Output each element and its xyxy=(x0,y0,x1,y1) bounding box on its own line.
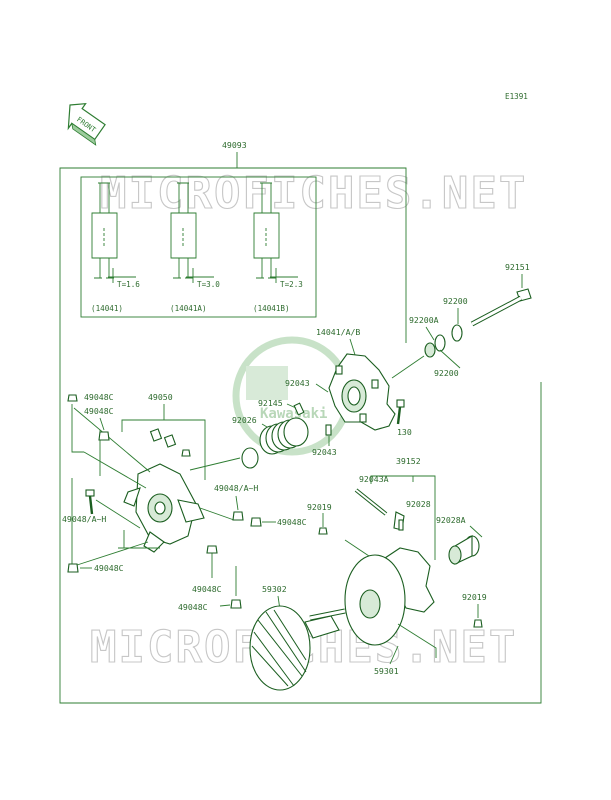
label-14041: 14041/A/B xyxy=(316,327,360,337)
logo-text: Kawasaki xyxy=(260,406,327,422)
label-49048-left: 49048/A~H xyxy=(62,514,106,524)
label-92028: 92028 xyxy=(406,499,431,509)
roller-pin-92043A xyxy=(354,488,388,516)
diagram-code: E1391 xyxy=(505,92,528,101)
bolt-130 xyxy=(396,399,405,425)
label-92200-top: 92200 xyxy=(443,296,468,306)
bushing-92028A xyxy=(448,535,480,565)
pins-49050 xyxy=(149,428,191,457)
slider-92145 xyxy=(293,402,305,416)
nut-92019-a xyxy=(318,527,328,535)
label-59301: 59301 xyxy=(374,666,399,676)
watermark-top: MICROFICHES.NET xyxy=(100,168,527,219)
label-49048C-top: 49048C xyxy=(84,392,114,402)
t-label-2: T=3.0 xyxy=(197,280,220,289)
inset-code-1: (14041) xyxy=(91,304,123,313)
label-49093: 49093 xyxy=(222,140,247,150)
spring-92026 xyxy=(259,417,309,455)
t-label-3: T=2.3 xyxy=(280,280,303,289)
label-92151: 92151 xyxy=(505,262,530,272)
label-130: 130 xyxy=(397,427,412,437)
label-92043A: 92043A xyxy=(359,474,389,484)
inset-variant-2 xyxy=(170,182,214,283)
fixed-sheave-59302 xyxy=(249,605,346,691)
assembly-frame xyxy=(59,167,542,704)
label-49050: 49050 xyxy=(148,392,173,402)
label-92019-top: 92019 xyxy=(307,502,332,512)
label-49048C-left-bottom: 49048C xyxy=(94,563,124,573)
ring-washer xyxy=(241,447,259,469)
front-arrow-icon: FRONT xyxy=(67,102,106,146)
nut-49048C-top2 xyxy=(98,431,110,441)
label-59302: 59302 xyxy=(262,584,287,594)
movable-sheave-59301 xyxy=(344,547,435,646)
label-92028A: 92028A xyxy=(436,515,466,525)
t-label-1: T=1.6 xyxy=(117,280,140,289)
pin-92043-lower xyxy=(325,424,332,436)
nut-49048C-bottom1 xyxy=(206,545,218,554)
arm-49050 xyxy=(123,463,205,553)
nut-92019-b xyxy=(473,619,483,628)
inset-code-3: (14041B) xyxy=(253,304,290,313)
label-92043-top: 92043 xyxy=(285,378,310,388)
bolt-92151 xyxy=(470,288,532,327)
label-49048C-right: 49048C xyxy=(277,517,307,527)
label-49048C-bottom1: 49048C xyxy=(192,584,222,594)
nut-49048C-right xyxy=(250,517,262,527)
nut-49048C-bottom2 xyxy=(230,599,242,609)
label-92200A: 92200A xyxy=(409,315,439,325)
washer-92200A xyxy=(434,334,446,352)
spider-variant-inset xyxy=(80,176,317,318)
washer-92200-a xyxy=(451,324,463,342)
washer-92200-b xyxy=(424,342,436,358)
spider-14041 xyxy=(328,353,396,431)
nut-49048C-top xyxy=(67,394,78,402)
nut-arm xyxy=(232,511,244,521)
label-39152: 39152 xyxy=(396,456,421,466)
inset-variant-3 xyxy=(253,182,298,283)
label-49048C-bottom2: 49048C xyxy=(178,602,208,612)
label-92019-bottom: 92019 xyxy=(462,592,487,602)
bolt-left xyxy=(85,489,95,515)
label-92026: 92026 xyxy=(232,415,257,425)
inset-variant-1 xyxy=(91,182,136,283)
label-92043-lower: 92043 xyxy=(312,447,337,457)
label-49048-arm: 49048/A~H xyxy=(214,483,258,493)
nut-49048C-left-bottom xyxy=(67,563,79,573)
label-49048C-top2: 49048C xyxy=(84,406,114,416)
label-92200-bottom: 92200 xyxy=(434,368,459,378)
inset-code-2: (14041A) xyxy=(170,304,207,313)
center-logo: Kawasaki xyxy=(232,336,352,456)
label-92145: 92145 xyxy=(258,398,283,408)
